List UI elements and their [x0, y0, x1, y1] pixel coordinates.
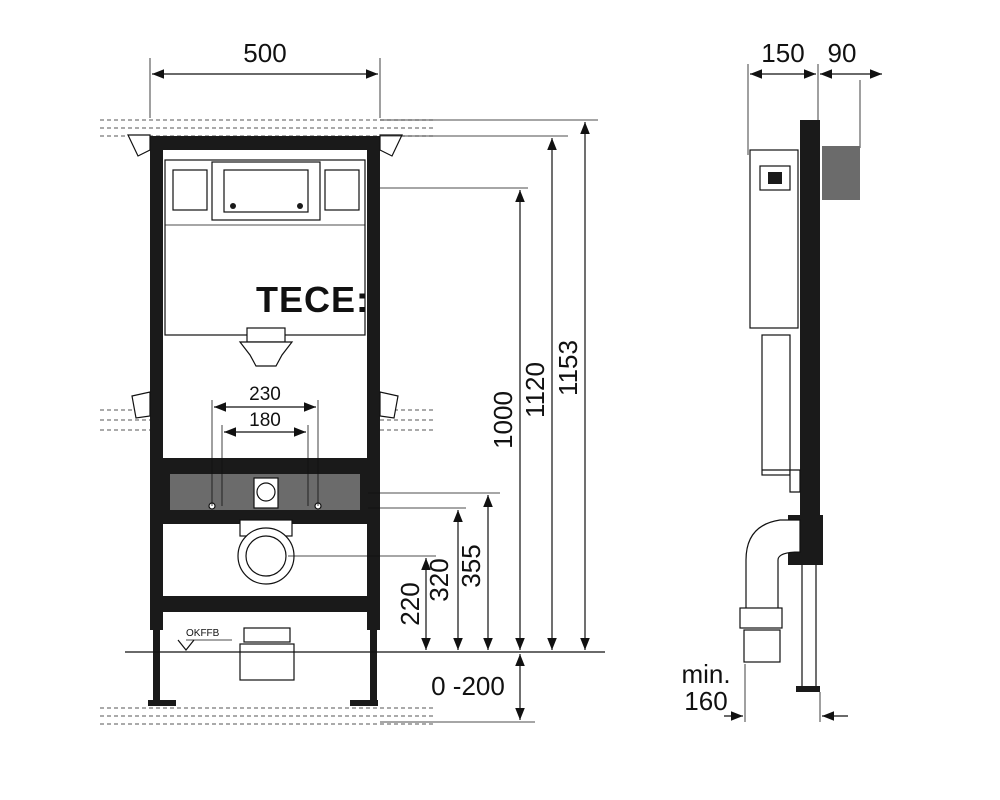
left-foot: [148, 700, 176, 706]
depth-cistern: 150: [761, 38, 804, 68]
floor-outlet-collar: [243, 627, 291, 643]
cistern-bracket-left: [172, 169, 208, 211]
height-total: 1153: [553, 340, 583, 396]
bracket-top-right: [379, 134, 403, 157]
drain-bend-inner: [245, 535, 287, 577]
mid-wall-hatch-left: [100, 409, 150, 431]
height-bar: 355: [456, 544, 486, 587]
side-drain-pipe: [743, 629, 781, 663]
mechanism-screw: [230, 203, 236, 209]
floor-outlet-pipe: [239, 643, 295, 681]
mechanism-screw: [297, 203, 303, 209]
side-flush-pipe: [761, 334, 791, 476]
frame-bottom-rail: [163, 596, 367, 612]
height-anchor: 320: [424, 558, 454, 601]
flush-pipe-ring: [256, 482, 276, 502]
flush-mechanism: [223, 169, 309, 213]
width-dim: 500: [243, 38, 286, 68]
frame-left-leg: [153, 630, 160, 702]
right-foot: [350, 700, 378, 706]
bracket-mid-left: [131, 391, 151, 419]
depth-wall: 90: [828, 38, 857, 68]
flush-pipe-top: [246, 327, 286, 343]
frame-top-rail: [150, 136, 380, 150]
bracket-mid-right: [379, 391, 399, 419]
spacing-outer: 230: [249, 384, 281, 405]
side-frame-post: [800, 120, 820, 560]
bracket-top-left: [127, 134, 151, 157]
side-foot: [796, 686, 820, 692]
floor-label: OKFFB: [186, 628, 220, 639]
floor-marker: [177, 639, 195, 651]
frame-left-post: [150, 136, 163, 630]
side-frame-leg: [801, 559, 817, 691]
side-view: 150 90 min. 160: [681, 38, 882, 722]
side-valve-core: [768, 172, 782, 184]
spacing-inner: 180: [249, 410, 281, 431]
front-view: TECE: OKFFB 500: [100, 38, 605, 725]
flush-pipe-bend: [238, 341, 294, 367]
frame-right-post: [367, 136, 380, 630]
side-drain-collar: [739, 607, 783, 629]
leg-range: 0 -200: [431, 671, 505, 701]
cistern-bracket-right: [324, 169, 360, 211]
height-outlet: 220: [395, 582, 425, 625]
height-cistern: 1000: [488, 391, 518, 449]
side-flush-pipe-bend: [762, 469, 801, 493]
ceiling-hatch: [100, 119, 435, 137]
wall-block: [822, 146, 860, 200]
min-label: min.: [681, 659, 730, 689]
brand-logo: TECE:: [256, 279, 369, 320]
frame-right-leg: [370, 630, 377, 702]
min-value: 160: [684, 686, 727, 716]
height-frame: 1120: [520, 362, 550, 418]
